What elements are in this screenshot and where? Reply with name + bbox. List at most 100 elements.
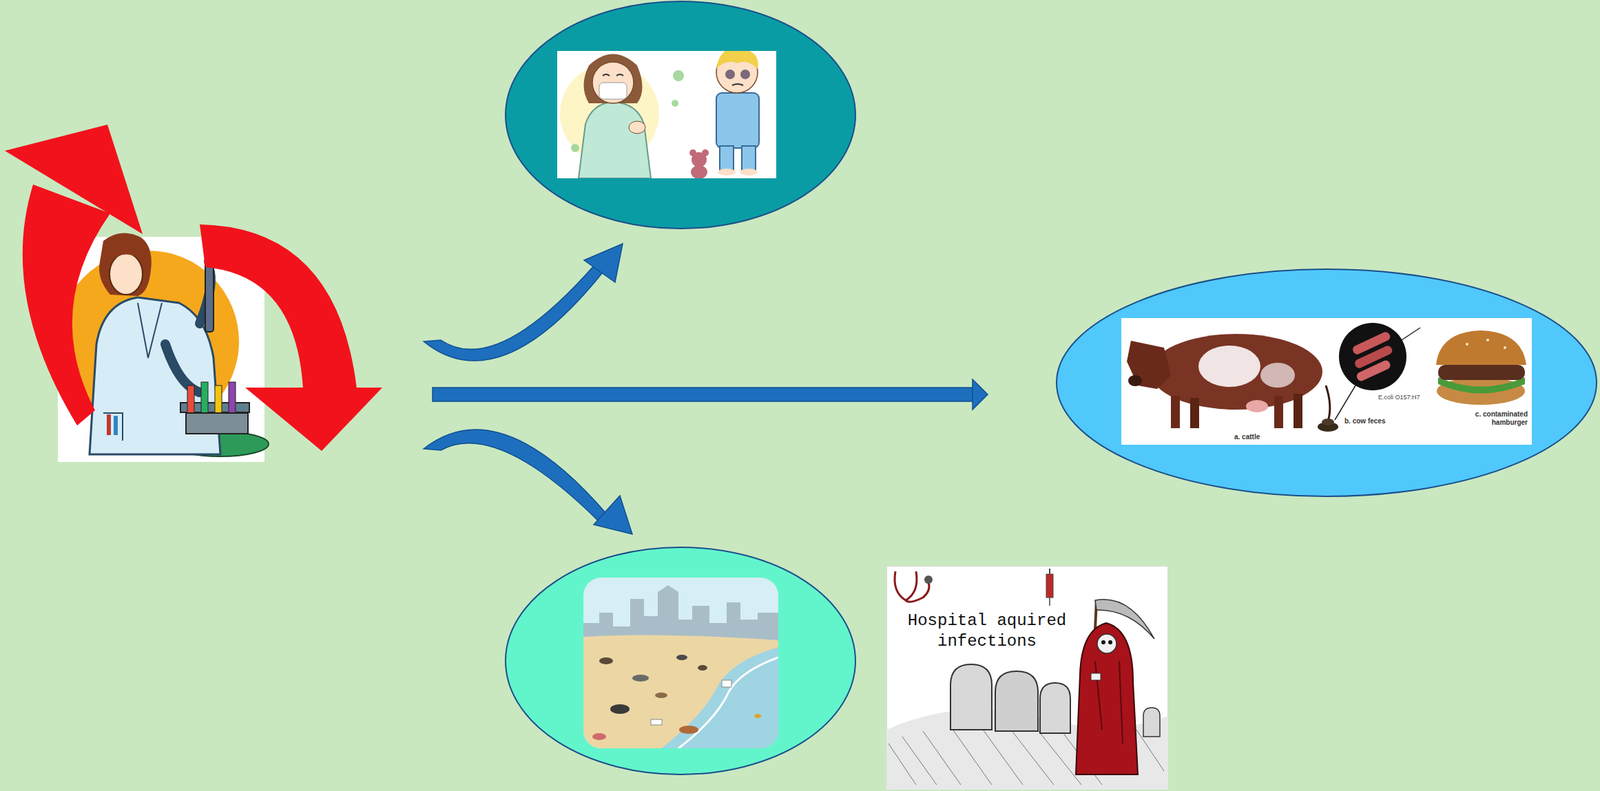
food-chain-picture-part [1260, 362, 1295, 388]
illness-ellipse-part-part [578, 101, 651, 179]
scientist-figure-part [187, 385, 195, 414]
illness-ellipse-part-part [741, 146, 756, 171]
hospital-picture-part-part [922, 731, 961, 786]
cycle-arrows-part [4, 124, 143, 235]
node-label: E.coli O157:H7 [1378, 393, 1421, 402]
environment-ellipse-part-part [592, 733, 607, 741]
scientist-figure-part [106, 414, 111, 436]
illness-ellipse-part-part [584, 54, 643, 105]
food-chain-picture-part [1438, 365, 1525, 381]
flow-arrows-part [423, 429, 608, 521]
flow-arrows-part [432, 387, 974, 402]
illness-ellipse-part-part [602, 74, 624, 76]
illness-ellipse-part-part [671, 99, 679, 107]
flow-arrows-part [423, 264, 605, 361]
hospital-picture-part [1040, 683, 1071, 734]
illness-ellipse-part-part [599, 82, 627, 100]
illness-ellipse-part-part [739, 168, 758, 176]
food-chain-picture-part [1321, 418, 1335, 426]
illness-ellipse-part [557, 50, 777, 179]
food-chain-picture-part [1465, 343, 1469, 346]
environment-ellipse-part [583, 577, 779, 749]
food-chain-picture-part [1486, 338, 1490, 342]
environment-ellipse-part-part [583, 635, 779, 749]
environment-ellipse-part-part [754, 714, 762, 719]
environment-ellipse-part-part [679, 725, 699, 735]
node-label: b. cow feces [1344, 417, 1386, 426]
scientist-figure-part [113, 416, 118, 436]
illness-ellipse-part-part [628, 121, 646, 134]
scientist-figure-part [99, 233, 152, 297]
hospital-picture-part [950, 664, 992, 731]
environment-ellipse-part [505, 547, 856, 775]
scientist-figure-part [214, 385, 222, 414]
hospital-picture-part [905, 582, 930, 602]
scientist-figure-part [110, 246, 144, 262]
food-chain-picture-part [1170, 396, 1180, 429]
environment-ellipse-part-part [583, 577, 779, 749]
scientist-figure-part [137, 303, 162, 359]
illness-ellipse-part-part [672, 70, 684, 82]
hospital-picture-part [1091, 673, 1101, 681]
illness-ellipse-part-part [740, 69, 751, 80]
flow-arrows-part [972, 379, 988, 410]
flow-arrows-part [593, 495, 633, 535]
environment-ellipse-part-part [661, 647, 779, 749]
hospital-picture [886, 568, 1169, 791]
food-chain-picture-part [1128, 375, 1142, 387]
hospital-picture-part [1101, 640, 1106, 645]
illness-ellipse-part-part [717, 168, 736, 176]
food-chain-picture-part [1126, 340, 1171, 390]
hospital-picture-part [924, 575, 933, 585]
ellipse-shape [1056, 269, 1597, 497]
scientist-figure-part [228, 382, 236, 414]
illness-ellipse-part-part [570, 143, 580, 153]
food-chain-picture-part [1274, 396, 1284, 429]
food-chain-picture-part [1198, 345, 1261, 388]
hospital-picture-part [1108, 640, 1113, 645]
environment-ellipse-part-part [721, 680, 732, 688]
environment-ellipse-part-part [610, 704, 630, 715]
environment-ellipse-part-part [632, 674, 649, 682]
scientist-figure-part [103, 413, 123, 441]
cycle-arrows-part [199, 224, 357, 390]
node-label: Hospital aquired infections [894, 610, 1080, 653]
environment-ellipse-part-part [599, 657, 614, 665]
illness-ellipse [505, 1, 856, 229]
scientist-figure-part [201, 382, 209, 414]
illness-ellipse-part-part [732, 84, 744, 86]
hospital-picture-part [1046, 574, 1054, 598]
illness-ellipse-part-part [719, 146, 734, 171]
illness-ellipse-part-part [725, 69, 735, 80]
environment-ellipse [505, 547, 856, 775]
environment-ellipse-part-part [697, 665, 708, 671]
environment-ellipse-part-part [650, 719, 662, 726]
flow-arrows [423, 243, 988, 535]
food-chain-picture-part [1338, 323, 1407, 391]
food-chain-picture-part [1190, 398, 1200, 429]
cycle-arrows-part [22, 184, 111, 426]
hospital-picture-part-part [978, 723, 1023, 786]
flow-arrows-part [584, 243, 623, 283]
illness-ellipse-part [505, 1, 856, 229]
hospital-picture-part [1075, 623, 1138, 775]
food-chain-picture-part [1245, 400, 1269, 413]
food-chain-picture-part [1334, 385, 1356, 421]
cycle-arrows-part [245, 387, 383, 452]
illness-ellipse-part-part [592, 61, 634, 104]
food-chain-picture-part [1325, 385, 1331, 422]
illness-ellipse-part-part [716, 50, 759, 69]
scientist-figure-part [185, 413, 248, 434]
hospital-picture-part [1143, 708, 1160, 737]
scientist-figure-part [109, 253, 143, 295]
environment-ellipse-part-part [678, 657, 779, 749]
food-chain-picture-part [1401, 327, 1421, 341]
hospital-picture-part [1048, 597, 1051, 607]
illness-ellipse-part-part [701, 149, 709, 157]
food-chain-picture-part [1355, 359, 1392, 383]
illness-ellipse-part-part [690, 165, 708, 179]
node-label: c. contaminated hamburger [1460, 410, 1528, 428]
hospital-picture-part-part [950, 726, 992, 786]
